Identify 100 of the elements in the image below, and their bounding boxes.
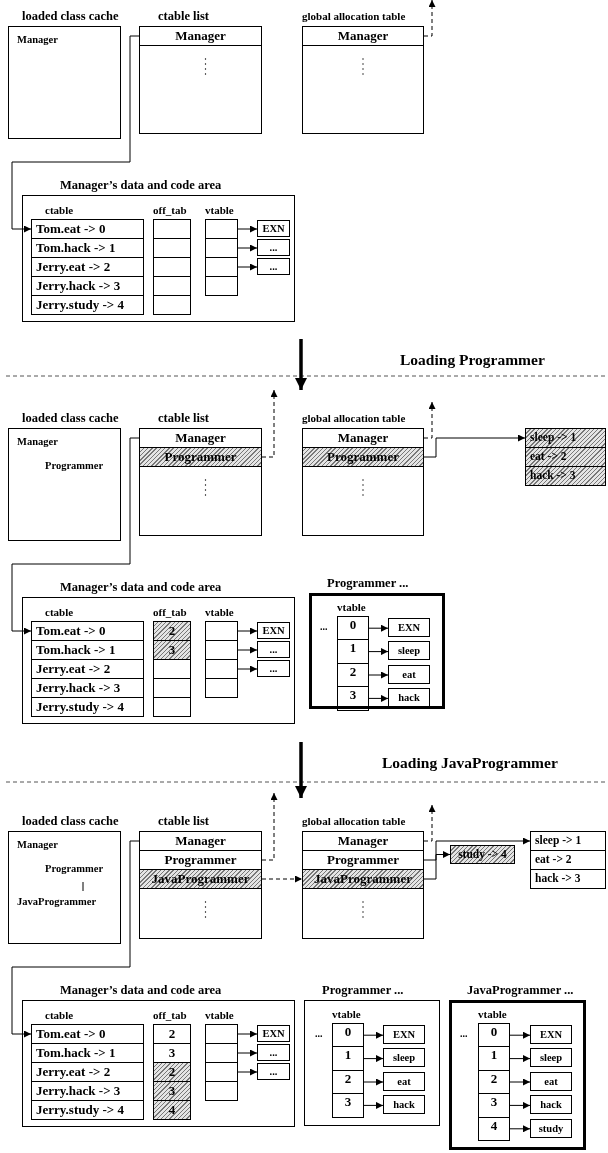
- arrow: [509, 1031, 531, 1039]
- table-cell: [205, 640, 238, 660]
- method-box: EXN: [257, 622, 290, 639]
- table-cell: [205, 1062, 238, 1082]
- arrow: [363, 1031, 384, 1039]
- table-cell: [153, 659, 191, 679]
- table-cell: [205, 621, 238, 641]
- arrow: [423, 434, 526, 458]
- table-cell: 3: [332, 1093, 364, 1118]
- table-cell: [205, 1043, 238, 1063]
- ellipsis-text: ...: [315, 1028, 323, 1040]
- arrow: [509, 1125, 531, 1133]
- arrow: [368, 671, 389, 679]
- table-cell: Jerry.study -> 4: [31, 295, 144, 315]
- method-box: hack: [383, 1095, 425, 1115]
- table-cell: Jerry.hack -> 3: [31, 276, 144, 296]
- table-cell: [205, 257, 238, 277]
- method-box: EXN: [257, 1025, 290, 1042]
- table-cell: 3: [337, 686, 369, 711]
- table-cell: 4: [153, 1100, 191, 1120]
- step-label: Loading Programmer: [400, 351, 545, 369]
- arrow: [423, 837, 531, 861]
- table-cell: Jerry.eat -> 2: [31, 257, 144, 277]
- table-cell: 1: [337, 639, 369, 664]
- table-cell: 3: [153, 1081, 191, 1101]
- table-heading: vtable: [205, 1009, 234, 1022]
- table-cell: [205, 1081, 238, 1101]
- table-heading: ctable: [45, 1009, 74, 1022]
- arrow: [423, 851, 451, 880]
- table-cell: 0: [337, 616, 369, 641]
- table-heading: Manager’s data and code area: [60, 178, 222, 193]
- table-heading: ctable list: [158, 814, 210, 829]
- method-box: eat: [388, 664, 430, 684]
- table-cell: 2: [337, 662, 369, 688]
- table-cell: Tom.eat -> 0: [31, 1024, 144, 1044]
- table-heading: global allocation table: [302, 411, 406, 426]
- method-box: EXN: [530, 1025, 572, 1044]
- table-cell: [153, 697, 191, 717]
- table-cell: 3: [478, 1093, 510, 1118]
- class-name: Manager: [17, 838, 58, 851]
- arrow: [237, 244, 258, 252]
- arrow: [11, 840, 140, 1038]
- method-box: EXN: [383, 1025, 425, 1044]
- arrow: [237, 665, 258, 673]
- method-box: sleep: [530, 1048, 572, 1068]
- step-label: Loading JavaProgrammer: [382, 754, 558, 772]
- table-cell: 0: [478, 1023, 510, 1048]
- table-heading: off_tab: [153, 606, 187, 619]
- class-name: Programmer: [45, 862, 104, 875]
- arrow: [509, 1078, 531, 1086]
- table-cell: [153, 678, 191, 698]
- table-cell: Tom.eat -> 0: [31, 219, 144, 239]
- arrow: [363, 1055, 384, 1063]
- arrow: [237, 1049, 258, 1057]
- table-cell: [153, 276, 191, 296]
- table-heading: Programmer ...: [322, 983, 404, 998]
- arrow: [368, 694, 389, 702]
- table-cell: Jerry.eat -> 2: [31, 1062, 144, 1082]
- method-box: eat: [530, 1071, 572, 1091]
- table-cell: Jerry.hack -> 3: [31, 1081, 144, 1101]
- method-box: sleep: [383, 1048, 425, 1068]
- dashed-arrow: [423, 0, 436, 37]
- table-cell: Tom.hack -> 1: [31, 640, 144, 660]
- table-cell: [205, 238, 238, 258]
- table-cell: 1: [478, 1046, 510, 1071]
- arrow: [237, 646, 258, 654]
- table-cell: Jerry.study -> 4: [31, 697, 144, 717]
- table-cell: 4: [478, 1116, 510, 1141]
- method-box: study: [530, 1118, 572, 1138]
- table-heading: Manager’s data and code area: [60, 983, 222, 998]
- method-box: ...: [257, 239, 290, 256]
- table-cell: [153, 238, 191, 258]
- table-cell: 0: [332, 1023, 364, 1048]
- table-cell: 3: [153, 640, 191, 660]
- method-box: EXN: [388, 618, 430, 637]
- table-heading: loaded class cache: [22, 9, 119, 24]
- class-name: JavaProgrammer: [17, 895, 97, 908]
- table-heading: loaded class cache: [22, 411, 119, 426]
- arrow: [509, 1101, 531, 1109]
- method-box: ...: [257, 660, 290, 677]
- ellipsis-text: ...: [320, 621, 328, 633]
- arrow: [363, 1101, 384, 1109]
- method-box: ...: [257, 258, 290, 275]
- arrow: [11, 437, 140, 635]
- method-box: EXN: [257, 220, 290, 237]
- dashed-arrow: [423, 401, 436, 439]
- class-name: Programmer: [45, 459, 104, 472]
- arrow: [363, 1078, 384, 1086]
- arrow: [237, 1030, 258, 1038]
- table-cell: Jerry.study -> 4: [31, 1100, 144, 1120]
- table-cell: Tom.eat -> 0: [31, 621, 144, 641]
- table-cell: 2: [478, 1069, 510, 1095]
- arrow: [237, 263, 258, 271]
- table-heading: vtable: [337, 601, 366, 614]
- arrow: [237, 627, 258, 635]
- method-box: sleep: [388, 641, 430, 661]
- class-name: Manager: [17, 33, 58, 46]
- table-heading: JavaProgrammer ...: [467, 983, 574, 998]
- dashed-arrow: [261, 389, 278, 458]
- table-row: JavaProgrammer: [302, 869, 424, 889]
